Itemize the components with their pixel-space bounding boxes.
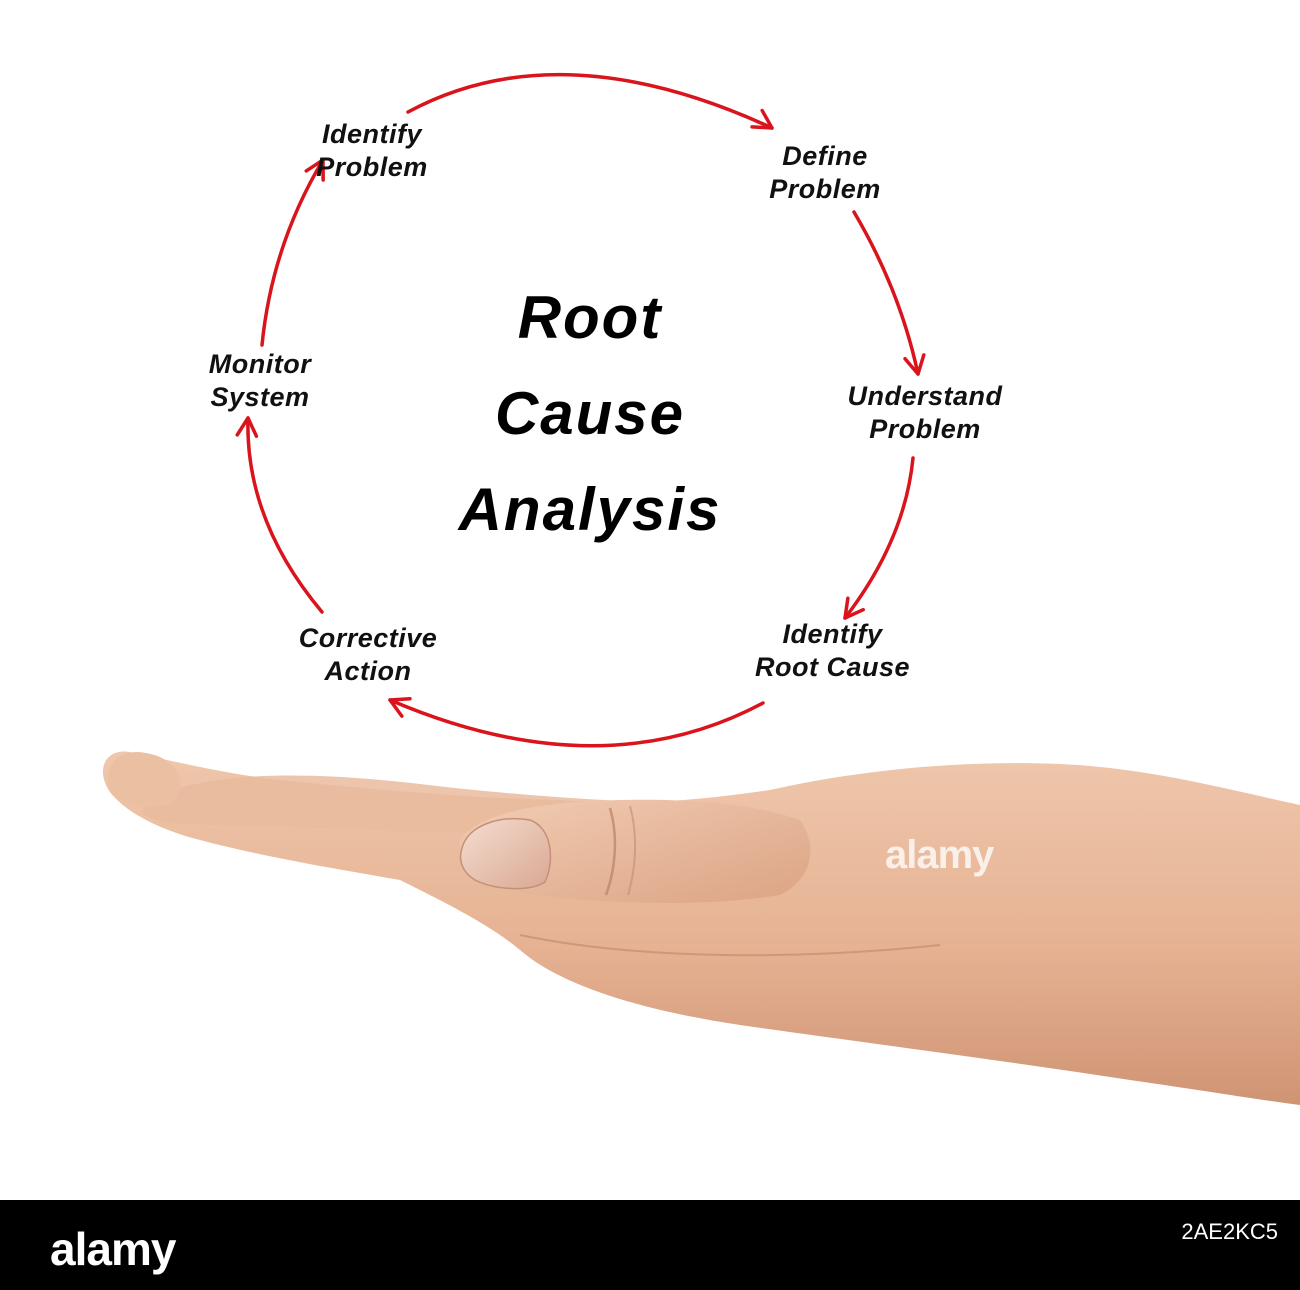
title-line: Root bbox=[380, 270, 800, 366]
cycle-arrow-6 bbox=[262, 160, 323, 345]
step-label-line: Define bbox=[715, 140, 935, 173]
step-corrective-action: Corrective Action bbox=[248, 622, 488, 688]
cycle-arrow-5 bbox=[248, 418, 322, 612]
step-label-line: Problem bbox=[262, 151, 482, 184]
step-label-line: Understand bbox=[790, 380, 1060, 413]
step-identify-problem: Identify Problem bbox=[262, 118, 482, 184]
step-label-line: System bbox=[160, 381, 360, 414]
step-label-line: Identify bbox=[262, 118, 482, 151]
cycle-arrow-2 bbox=[854, 212, 918, 374]
title-line: Cause bbox=[380, 366, 800, 462]
step-identify-root-cause: Identify Root Cause bbox=[700, 618, 965, 684]
diagram-title: Root Cause Analysis bbox=[380, 270, 800, 558]
step-label-line: Identify bbox=[700, 618, 965, 651]
step-label-line: Monitor bbox=[160, 348, 360, 381]
cycle-arrow-3 bbox=[845, 458, 913, 618]
step-label-line: Action bbox=[248, 655, 488, 688]
footer-bar: alamy 2AE2KC5 bbox=[0, 1200, 1300, 1290]
title-line: Analysis bbox=[380, 462, 800, 558]
step-monitor-system: Monitor System bbox=[160, 348, 360, 414]
brand-logo: alamy bbox=[50, 1222, 175, 1276]
step-label-line: Problem bbox=[790, 413, 1060, 446]
image-id: 2AE2KC5 bbox=[1181, 1219, 1278, 1245]
cycle-arrow-4 bbox=[390, 700, 763, 746]
cycle-arrows bbox=[0, 0, 1300, 1200]
step-label-line: Problem bbox=[715, 173, 935, 206]
watermark-text: alamy bbox=[885, 833, 993, 878]
step-label-line: Root Cause bbox=[700, 651, 965, 684]
step-understand-problem: Understand Problem bbox=[790, 380, 1060, 446]
step-define-problem: Define Problem bbox=[715, 140, 935, 206]
step-label-line: Corrective bbox=[248, 622, 488, 655]
